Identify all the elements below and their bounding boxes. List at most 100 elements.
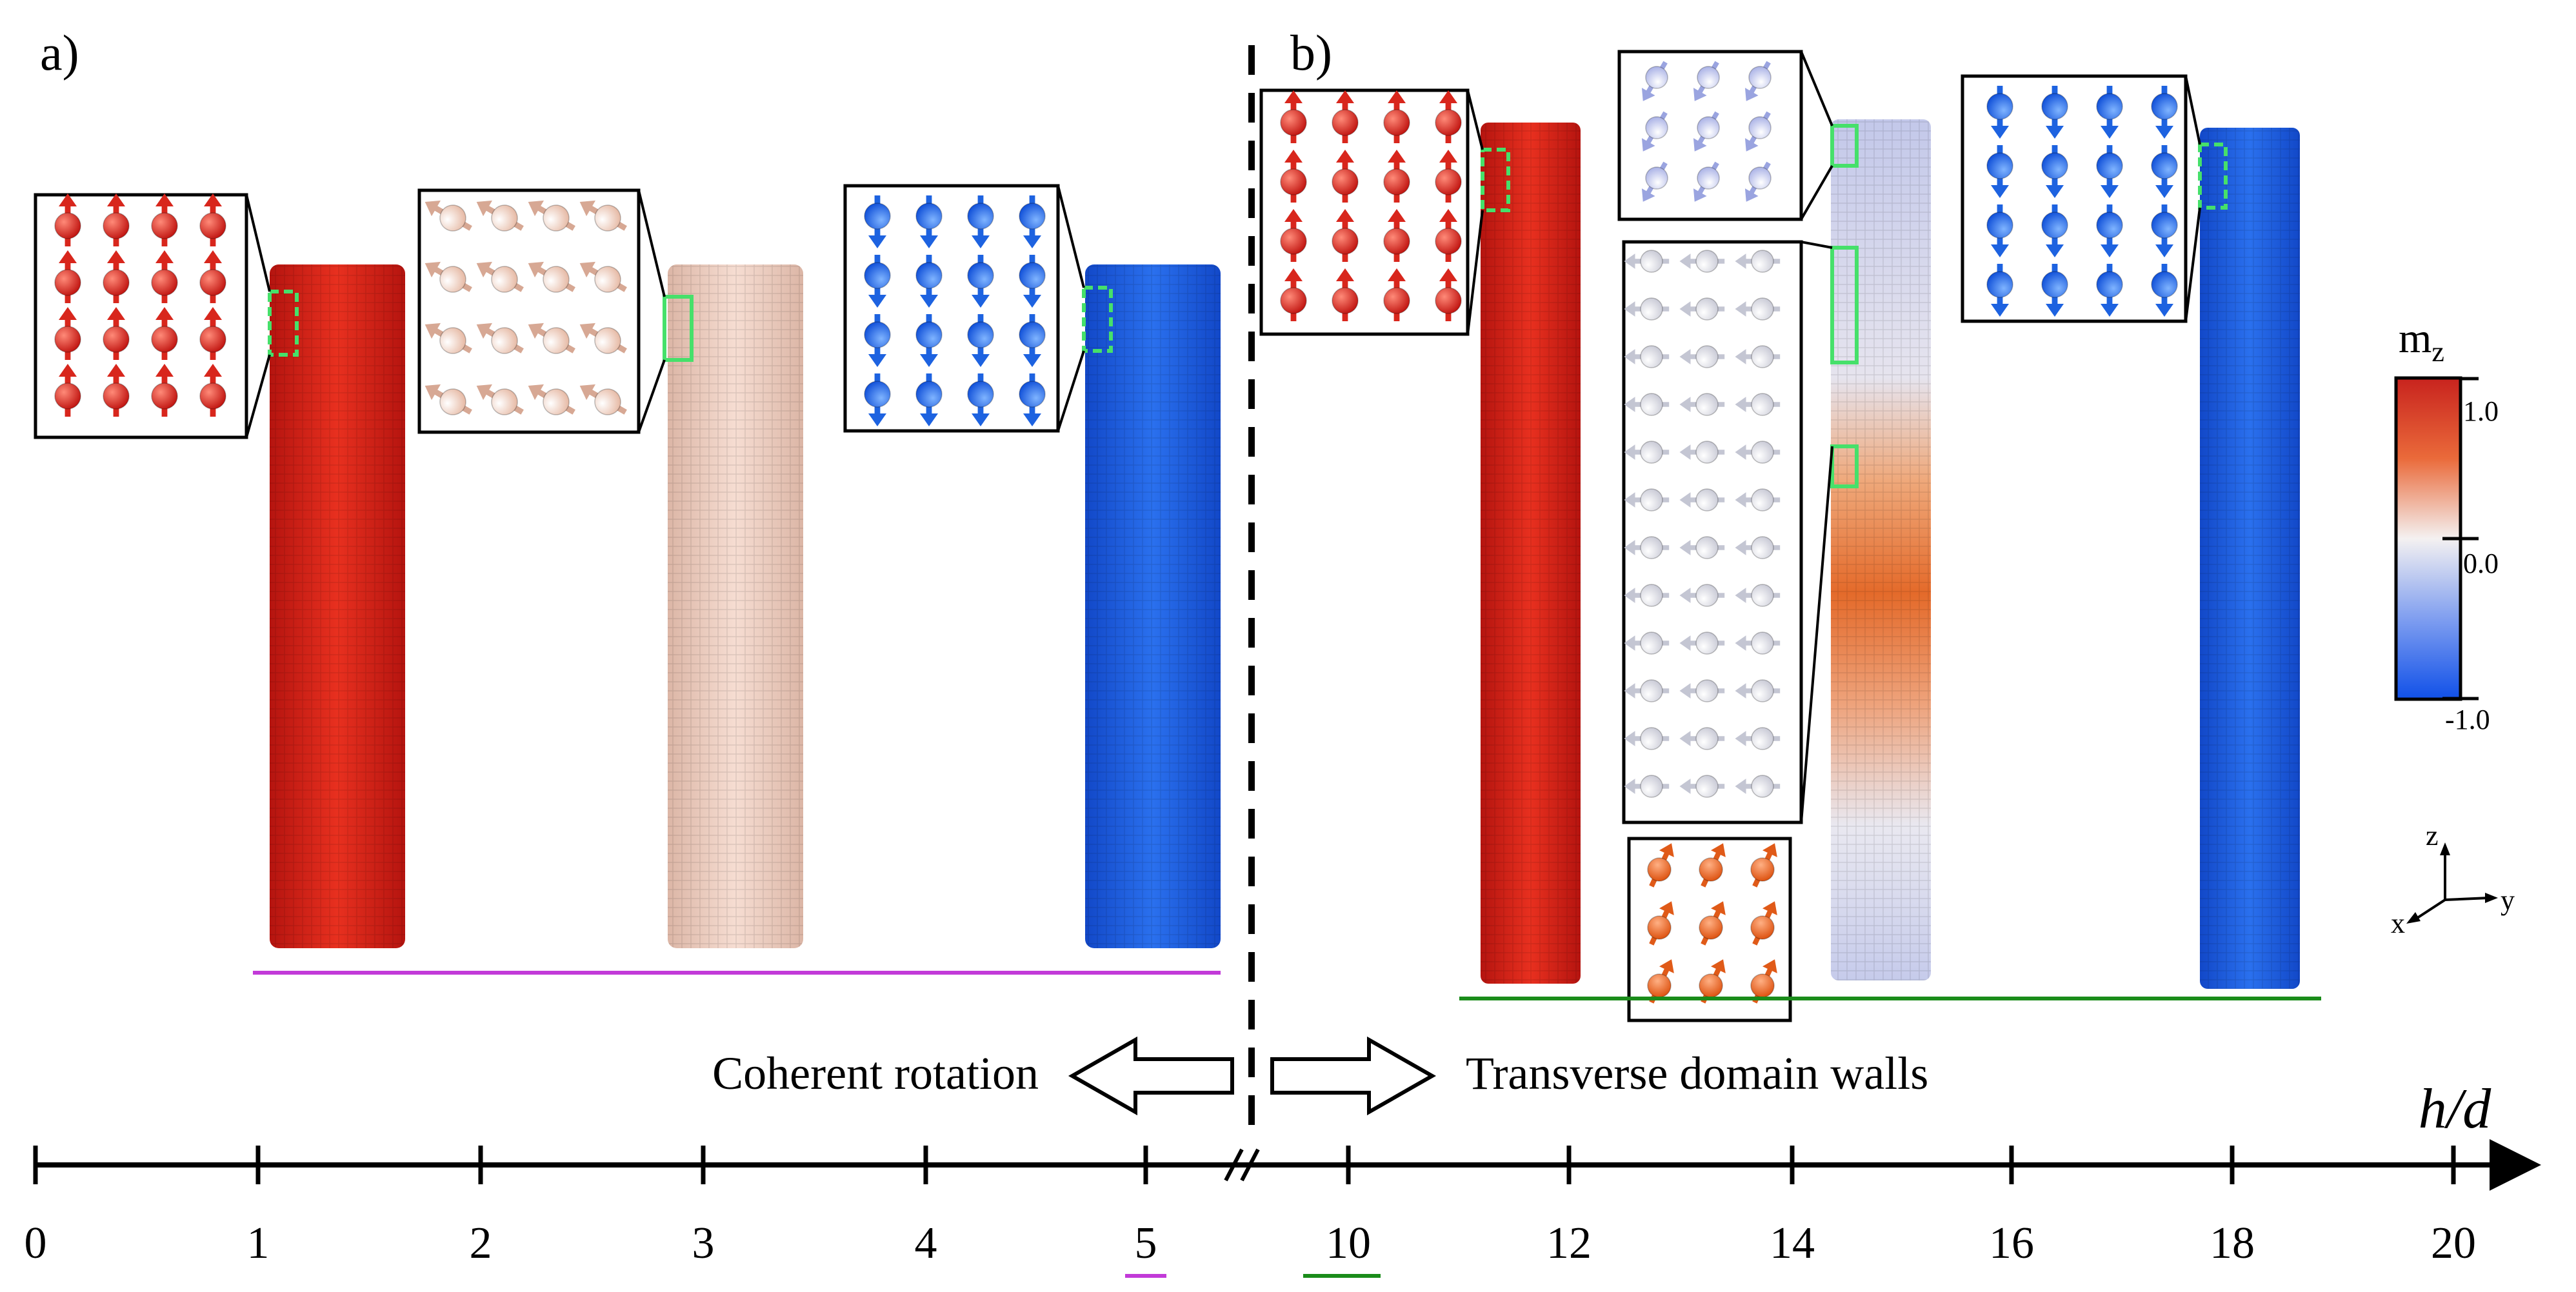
spin	[1647, 959, 1674, 1004]
svg-text:mz: mz	[2399, 315, 2444, 368]
highlight-box	[1082, 286, 1113, 353]
spin	[1735, 727, 1781, 750]
spin	[1693, 161, 1720, 202]
inset-spins-down-a	[843, 184, 1060, 433]
inset-spins-up-a	[34, 193, 248, 439]
spin	[2096, 204, 2123, 257]
highlight-box	[1830, 246, 1859, 364]
spin	[1679, 441, 1725, 464]
spin	[1019, 195, 1046, 248]
spin	[1679, 488, 1725, 512]
triad-x-label: x	[2391, 908, 2405, 939]
spin	[199, 250, 226, 303]
highlight-box	[1830, 124, 1859, 168]
highlight-box	[1481, 148, 1510, 212]
highlight-box	[663, 295, 694, 362]
spin	[1679, 250, 1725, 273]
spin	[1679, 727, 1725, 750]
spin	[1641, 111, 1668, 152]
axis-tick-label: 1	[247, 1218, 270, 1268]
spin	[1735, 488, 1781, 512]
spin	[1679, 297, 1725, 321]
spin	[1624, 775, 1670, 798]
spin	[967, 373, 994, 426]
spin	[2151, 204, 2178, 257]
triad-y-label: y	[2501, 884, 2515, 916]
nanowire-up-a	[270, 264, 405, 948]
spin	[54, 364, 81, 417]
spin	[1280, 268, 1307, 321]
inset-spins-wall-top-b	[1617, 50, 1803, 221]
axis-tick-label: 18	[2210, 1218, 2255, 1268]
spin	[1986, 145, 2013, 198]
spin	[2151, 264, 2178, 317]
spin	[1383, 268, 1410, 321]
spin	[2041, 264, 2068, 317]
colorbar-tick-min: -1.0	[2445, 704, 2490, 735]
spin	[2041, 204, 2068, 257]
spin	[151, 250, 178, 303]
spin	[1435, 90, 1462, 143]
highlight-box	[1830, 444, 1859, 488]
zoom-connectors-a	[245, 185, 1085, 438]
spin	[1744, 161, 1772, 202]
spin	[915, 255, 943, 308]
colorbar-title-sub: z	[2431, 336, 2444, 368]
spin	[967, 255, 994, 308]
colorbar-title: m	[2399, 315, 2431, 362]
spin	[915, 314, 943, 367]
spin	[1019, 373, 1046, 426]
spin	[2096, 86, 2123, 139]
spin	[1647, 843, 1674, 888]
spin	[1624, 441, 1670, 464]
spin	[476, 200, 524, 232]
triad-z-label: z	[2426, 820, 2439, 851]
nanowire-tilted-a	[668, 264, 803, 948]
spin	[1332, 268, 1359, 321]
spin	[199, 364, 226, 417]
coordinate-triad: z y x	[2391, 820, 2515, 939]
spin	[1750, 901, 1777, 946]
spin	[1744, 61, 1772, 101]
spin	[2151, 86, 2178, 139]
spin	[528, 323, 575, 354]
spin	[2151, 145, 2178, 198]
zoom-connectors-b	[1466, 51, 2201, 823]
axis-tick-label: 10	[1326, 1218, 1371, 1268]
spin	[476, 384, 524, 415]
spin	[1735, 631, 1781, 655]
spin	[1624, 727, 1670, 750]
spin	[864, 255, 891, 308]
spin	[1647, 901, 1674, 946]
spin	[2041, 145, 2068, 198]
spin	[1679, 679, 1725, 702]
axis-tick-label: 0	[25, 1218, 47, 1268]
spin	[2096, 264, 2123, 317]
spin	[1735, 345, 1781, 368]
spin	[579, 323, 627, 354]
spin	[1332, 90, 1359, 143]
axis-break-marker	[1224, 1148, 1260, 1182]
spin	[915, 373, 943, 426]
spin	[1624, 250, 1670, 273]
axis-tick-label: 2	[470, 1218, 492, 1268]
spin	[1735, 584, 1781, 607]
spin	[424, 323, 472, 354]
spin	[1750, 959, 1777, 1004]
highlight-box	[2198, 143, 2228, 210]
inset-spins-wall-middle-b	[1622, 240, 1803, 824]
spin	[424, 384, 472, 415]
panel-label-a: a)	[40, 25, 79, 81]
spin	[476, 323, 524, 354]
spin	[1679, 345, 1725, 368]
axis-tick-label: 12	[1546, 1218, 1592, 1268]
spin	[915, 195, 943, 248]
spin	[199, 194, 226, 246]
spin	[54, 250, 81, 303]
spin	[1679, 584, 1725, 607]
spin	[1693, 61, 1720, 101]
spin	[1679, 393, 1725, 416]
spin	[1435, 150, 1462, 203]
inset-spins-down-b	[1961, 74, 2188, 323]
